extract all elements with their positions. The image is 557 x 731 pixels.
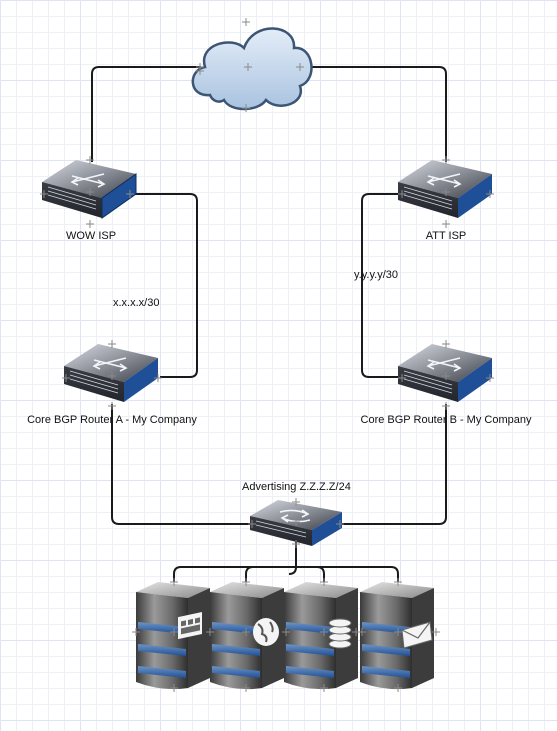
wow-isp-router-icon[interactable] — [42, 160, 137, 219]
server-mail[interactable] — [360, 582, 434, 690]
connectors — [91, 66, 447, 582]
link-cloud-att — [304, 66, 447, 162]
att-isp-label: ATT ISP — [425, 230, 467, 242]
core-router-a-icon[interactable] — [64, 344, 158, 402]
server-globe[interactable] — [210, 582, 284, 690]
link-wow-core-a — [124, 193, 198, 378]
link-att-core-b — [361, 193, 402, 378]
link-server-2 — [245, 566, 254, 582]
server-mail-icon — [401, 621, 433, 649]
server-globe-icon — [253, 618, 279, 646]
wow-isp-label: WOW ISP — [65, 230, 117, 242]
link-core-a-switch — [111, 404, 250, 525]
link-cloud-wow — [91, 66, 201, 162]
server-database[interactable] — [284, 582, 358, 690]
link-server-4 — [296, 566, 399, 582]
att-isp-router-icon[interactable] — [398, 160, 492, 218]
selection-handles — [40, 18, 494, 692]
server-web[interactable] — [136, 582, 210, 690]
att-link-subnet-label: y.y.y.y/30 — [354, 269, 399, 281]
internet-cloud-icon[interactable] — [191, 27, 313, 111]
switch-advertising-label: Advertising Z.Z.Z.Z/24 — [242, 481, 351, 493]
wow-link-subnet-label: x.x.x.x/30 — [113, 297, 160, 309]
core-router-b-label: Core BGP Router B - My Company — [360, 414, 532, 426]
switch-icon[interactable] — [250, 500, 342, 546]
server-database-icon — [328, 618, 352, 649]
link-server-3 — [296, 566, 325, 582]
core-router-a-label: Core BGP Router A - My Company — [27, 414, 197, 426]
link-core-b-switch — [342, 404, 447, 525]
link-server-1 — [173, 566, 296, 582]
server-web-icon — [178, 611, 202, 640]
core-router-b-icon[interactable] — [398, 344, 492, 402]
